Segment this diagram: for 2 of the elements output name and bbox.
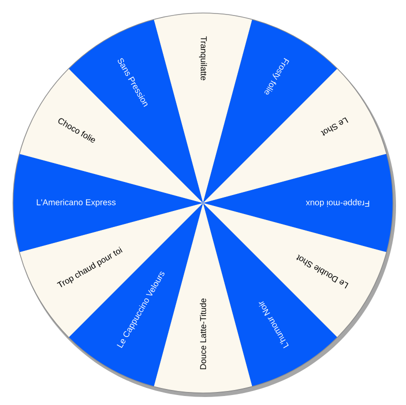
wheel-segment: Tranquilatte <box>154 13 252 203</box>
wheel-segment: Frappe-moi doux <box>203 154 393 252</box>
